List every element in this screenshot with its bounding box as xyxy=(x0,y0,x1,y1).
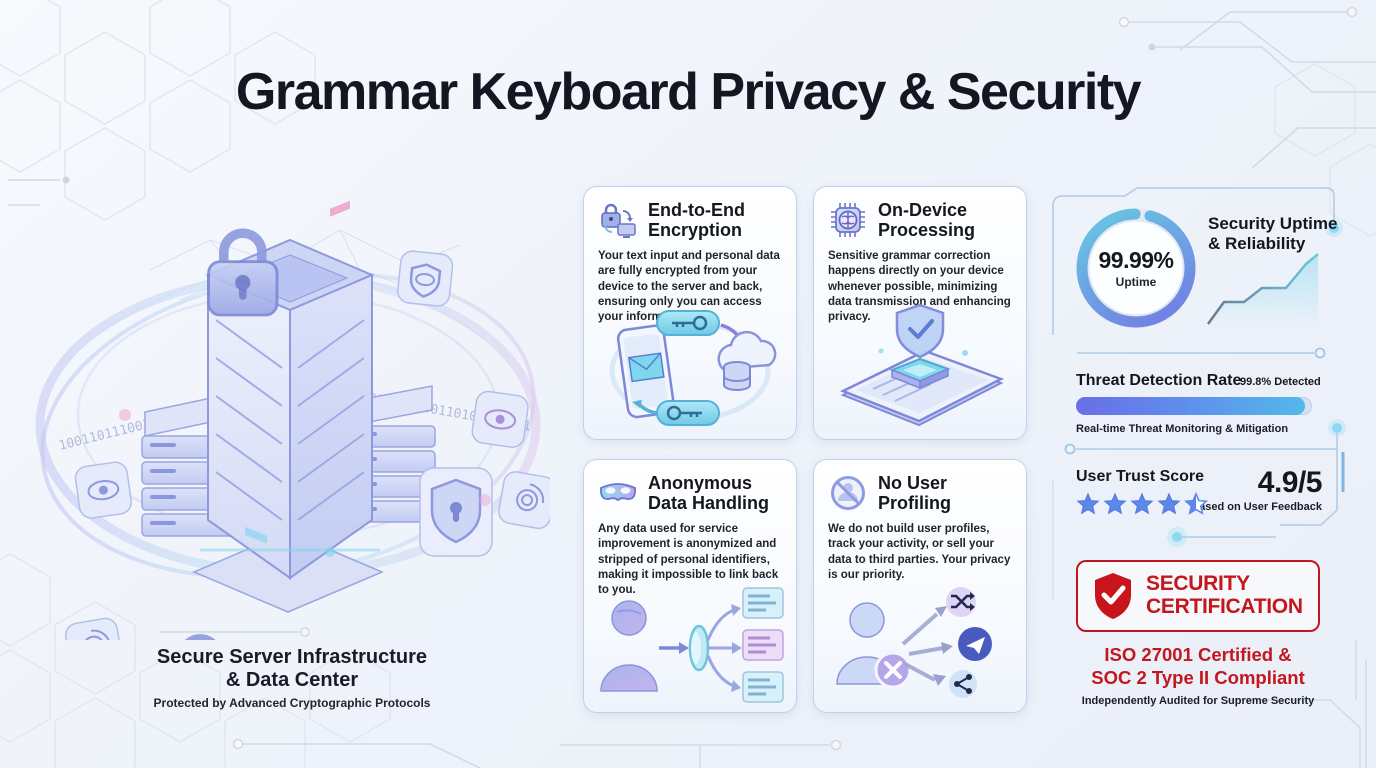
blocked-badge xyxy=(874,651,912,689)
eye-badge xyxy=(470,389,531,450)
threat-detection-bar xyxy=(1076,397,1312,415)
uptime-gauge: 99.99% Uptime xyxy=(1074,206,1198,330)
uptime-gauge-center: 99.99% Uptime xyxy=(1088,220,1184,316)
star-icon xyxy=(1130,492,1154,515)
uptime-label: Uptime xyxy=(1115,275,1157,289)
card-body-text: Sensitive grammar correction happens dir… xyxy=(828,250,1011,323)
certification-footnote: Independently Audited for Supreme Securi… xyxy=(1081,695,1315,707)
mask-icon xyxy=(598,473,638,513)
shield-check-glyph xyxy=(895,303,945,359)
hero-caption-line1: Secure Server Infrastructure xyxy=(156,646,428,668)
fingerprint-badge xyxy=(63,615,125,640)
anonymization-flow-illustration xyxy=(584,586,796,704)
uptime-heading: Security Uptime& Reliability xyxy=(1208,214,1338,254)
trust-heading: User Trust Score xyxy=(1076,468,1205,485)
threat-heading: Threat Detection Rate xyxy=(1076,372,1242,389)
shield-check-icon xyxy=(1090,571,1136,621)
page-title: Grammar Keyboard Privacy & Security xyxy=(235,63,1142,121)
right-panel-decoration xyxy=(1052,187,1346,600)
no-sharing-illustration xyxy=(814,582,1026,704)
secure-server-globe-illustration: 100110111001101011010011 011010011100110… xyxy=(35,200,550,640)
star-icon xyxy=(1076,492,1100,515)
hero-caption: Secure Server Infrastructure & Data Cent… xyxy=(60,646,524,711)
encryption-cycle-illustration xyxy=(584,309,796,431)
data-card-glyph xyxy=(742,587,784,619)
star-icon xyxy=(1103,492,1127,515)
shield-lock-badge xyxy=(419,467,493,557)
share-badge xyxy=(949,670,977,698)
server-tower-center xyxy=(192,200,384,613)
threat-caption: Real-time Threat Monitoring & Mitigation xyxy=(1076,423,1289,435)
device-chip-shield-illustration xyxy=(814,303,1026,431)
hero-caption-line2: & Data Center xyxy=(225,669,359,691)
data-card-glyph xyxy=(742,671,784,703)
anonymizer-lens-glyph xyxy=(688,624,710,672)
data-card-glyph xyxy=(742,629,784,661)
half-star-icon xyxy=(1184,492,1208,515)
trust-score: 4.9/5 xyxy=(1257,466,1323,499)
send-badge xyxy=(958,627,992,661)
uptime-trend-sparkline xyxy=(1206,253,1319,328)
chip-brain-icon xyxy=(828,200,868,240)
chip-glyph xyxy=(889,357,951,390)
cloud-database-glyph xyxy=(717,330,777,391)
uptime-value: 99.99% xyxy=(1098,247,1174,273)
key-pill-glyph xyxy=(656,400,720,426)
key-pill-glyph xyxy=(656,310,720,336)
certification-claim: ISO 27001 Certified & SOC 2 Type II Comp… xyxy=(1091,644,1305,688)
trust-caption: Based on User Feedback xyxy=(1191,501,1322,513)
phone-glyph xyxy=(616,324,675,419)
threat-detection-bar-fill xyxy=(1076,397,1305,415)
lock-sync-icon xyxy=(598,200,638,240)
card-body-text: Any data used for service improvement is… xyxy=(598,523,779,596)
hero-subcaption: Protected by Advanced Cryptographic Prot… xyxy=(153,696,431,710)
shuffle-badge xyxy=(946,587,976,617)
person-glyph xyxy=(600,600,658,692)
star-icon xyxy=(1157,492,1181,515)
eye-badge xyxy=(73,460,134,521)
security-certification-badge: SECURITY CERTIFICATION xyxy=(1076,560,1320,632)
no-user-icon xyxy=(828,473,868,513)
shield-eye-badge xyxy=(395,249,455,308)
fingerprint-badge xyxy=(496,469,550,531)
padlock-icon xyxy=(167,639,234,640)
certification-badge-text: SECURITY CERTIFICATION xyxy=(1146,572,1303,618)
threat-badge: 99.8% Detected xyxy=(1240,376,1321,388)
star-rating xyxy=(1076,492,1208,516)
card-body-text: We do not build user profiles, track you… xyxy=(828,523,1011,581)
padlock-icon xyxy=(209,233,277,315)
